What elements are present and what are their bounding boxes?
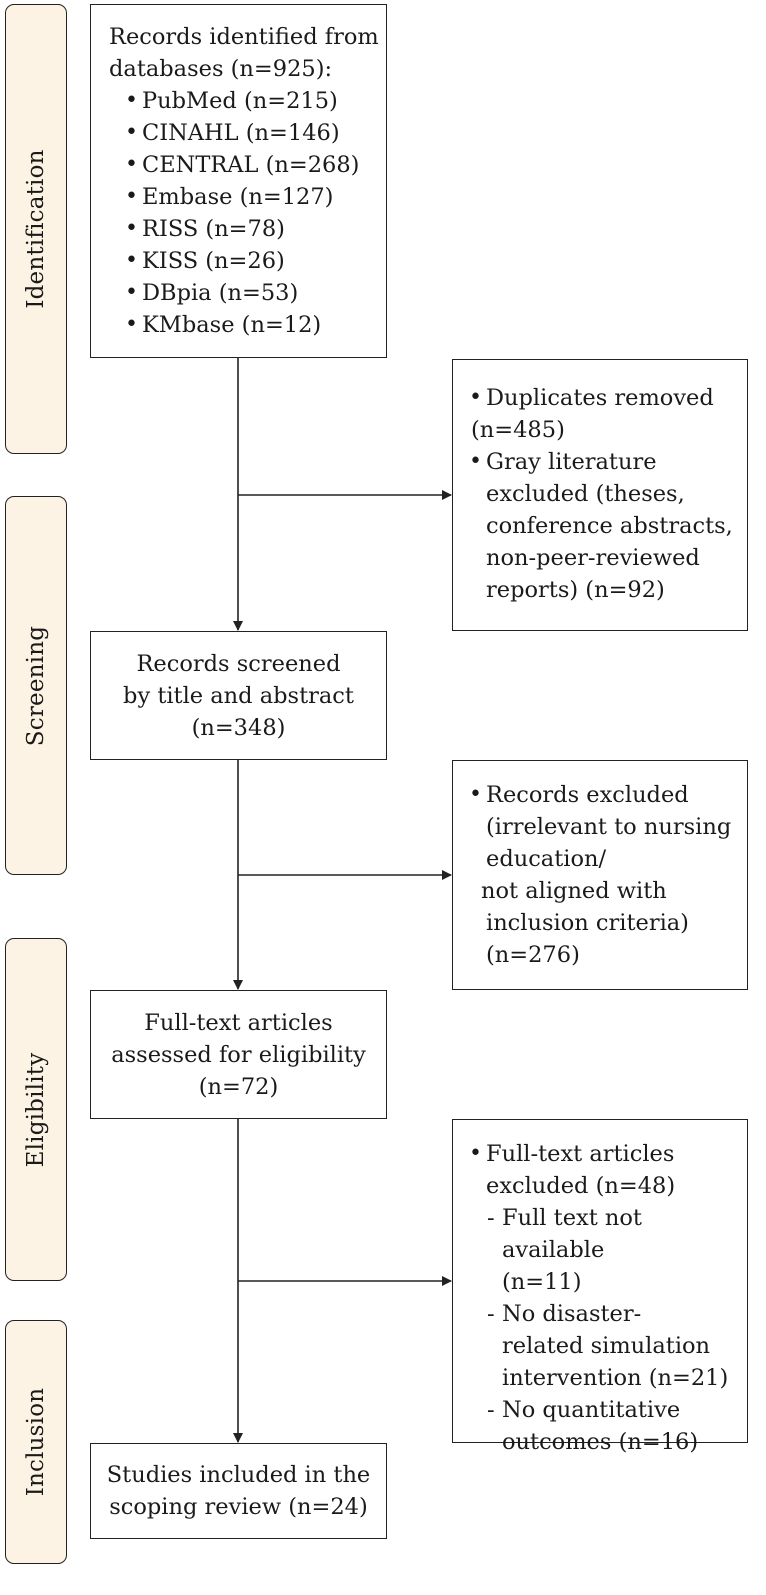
fulltext-excluded-item: Full-text articles excluded (n=48) — [469, 1138, 737, 1202]
fulltext-excluded-line: excluded (n=48) — [486, 1173, 676, 1199]
fulltext-assessed-line: Full-text articles — [144, 1009, 333, 1036]
records-identified-box: Records identified from databases (n=925… — [90, 4, 387, 358]
duplicates-removed-text: Duplicates removed — [486, 385, 714, 411]
records-excluded-line: education/ — [486, 846, 607, 872]
phase-inclusion: Inclusion — [5, 1320, 67, 1564]
exclusion-reason: No quantitative outcomes (n=16) — [487, 1394, 737, 1458]
gray-literature-line: Gray literature — [486, 449, 657, 475]
studies-included-line: Studies included in the — [106, 1462, 371, 1488]
exclusion-reason: Full text not available (n=11) — [487, 1202, 737, 1298]
gray-literature-line: non-peer-reviewed — [486, 545, 700, 571]
database-item: Embase (n=127) — [125, 181, 386, 213]
exclusion-reason-line: (n=11) — [502, 1269, 582, 1295]
exclusion-reason-line: No disaster- — [502, 1301, 642, 1327]
records-excluded-line: not aligned with — [481, 878, 667, 904]
exclusion-reason: No disaster- related simulation interven… — [487, 1298, 737, 1394]
gray-literature-line: excluded (theses, — [486, 481, 685, 507]
database-item: CINAHL (n=146) — [125, 117, 386, 149]
records-screened-line: Records screened — [136, 650, 341, 677]
records-excluded-item: Records excluded (irrelevant to nursing … — [469, 779, 737, 875]
studies-included-line: scoping review (n=24) — [109, 1494, 368, 1520]
records-screened-line: by title and abstract — [123, 682, 354, 709]
records-excluded-line: (n=276) — [486, 942, 580, 968]
records-excluded-box: Records excluded (irrelevant to nursing … — [452, 760, 748, 990]
gray-literature-line: reports) (n=92) — [486, 577, 665, 603]
records-screened-box: Records screened by title and abstract (… — [90, 631, 387, 760]
database-item: PubMed (n=215) — [125, 85, 386, 117]
records-excluded-line: inclusion criteria) — [486, 910, 689, 936]
fulltext-exclusion-reasons: Full text not available (n=11) No disast… — [486, 1202, 737, 1458]
exclusion-reason-line: No quantitative — [502, 1397, 681, 1423]
phase-eligibility: Eligibility — [5, 938, 67, 1281]
database-item: CENTRAL (n=268) — [125, 149, 386, 181]
records-excluded-line: (irrelevant to nursing — [486, 814, 732, 840]
phase-identification: Identification — [5, 4, 67, 454]
fulltext-assessed-box: Full-text articles assessed for eligibil… — [90, 990, 387, 1119]
gray-literature-item: Gray literature excluded (theses, confer… — [469, 446, 737, 606]
studies-included-box: Studies included in the scoping review (… — [90, 1443, 387, 1539]
fulltext-assessed-line: assessed for eligibility — [111, 1041, 366, 1068]
database-item: KISS (n=26) — [125, 245, 386, 277]
exclusion-reason-line: outcomes (n=16) — [502, 1429, 699, 1455]
duplicates-removed-count: (n=485) — [471, 417, 565, 443]
database-item: DBpia (n=53) — [125, 277, 386, 309]
fulltext-excluded-box: Full-text articles excluded (n=48) Full … — [452, 1119, 748, 1455]
gray-literature-line: conference abstracts, — [486, 513, 733, 539]
records-screened-line: (n=348) — [191, 714, 286, 741]
exclusion-reason-line: intervention (n=21) — [502, 1365, 729, 1391]
records-identified-heading-1: Records identified from — [109, 24, 379, 50]
duplicates-removed-item: Duplicates removed — [469, 382, 737, 414]
fulltext-assessed-line: (n=72) — [198, 1073, 279, 1100]
database-item: RISS (n=78) — [125, 213, 386, 245]
exclusion-reason-line: related simulation — [502, 1333, 711, 1359]
phase-screening: Screening — [5, 496, 67, 875]
database-item: KMbase (n=12) — [125, 309, 386, 341]
fulltext-excluded-line: Full-text articles — [486, 1141, 675, 1167]
exclusion-reason-line: Full text not available — [502, 1205, 642, 1263]
database-list: PubMed (n=215) CINAHL (n=146) CENTRAL (n… — [109, 85, 386, 341]
records-excluded-line: Records excluded — [486, 782, 689, 808]
records-removed-box: Duplicates removed (n=485) Gray literatu… — [452, 359, 748, 631]
records-identified-heading-2: databases (n=925): — [109, 56, 333, 82]
